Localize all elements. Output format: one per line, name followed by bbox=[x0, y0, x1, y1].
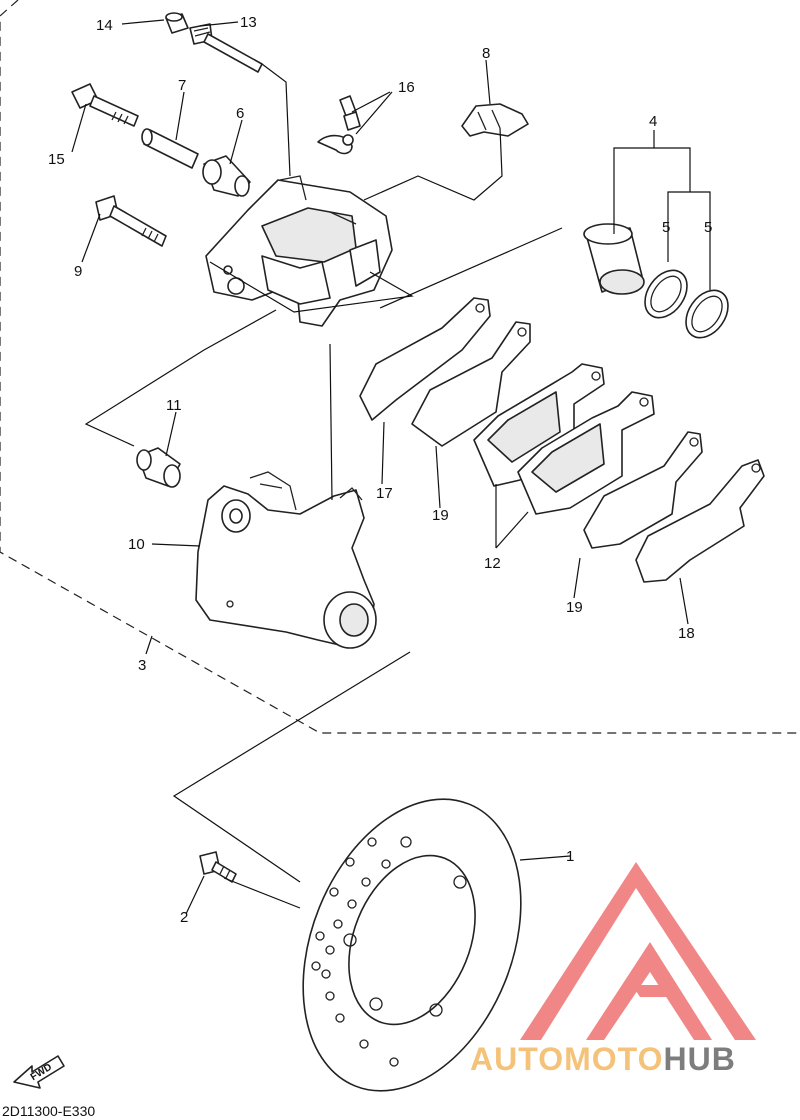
watermark-bar bbox=[632, 985, 678, 997]
part-19-pad-a bbox=[411, 321, 531, 447]
callout-1: 1 bbox=[566, 848, 574, 865]
watermark-prefix: AUTOMOTO bbox=[470, 1041, 663, 1077]
diagram-code: 2D11300-E330 bbox=[2, 1103, 95, 1119]
callout-9: 9 bbox=[74, 263, 82, 280]
callout-5b: 5 bbox=[704, 219, 712, 236]
callout-15: 15 bbox=[48, 151, 65, 168]
part-17-shim bbox=[359, 297, 491, 421]
watermark-triangle-inner bbox=[586, 942, 712, 1040]
callout-19b: 19 bbox=[566, 599, 583, 616]
callout-4: 4 bbox=[649, 113, 657, 130]
part-2-bolt bbox=[199, 851, 237, 883]
callout-2: 2 bbox=[180, 909, 188, 926]
watermark-triangle bbox=[520, 862, 756, 1040]
callout-3: 3 bbox=[138, 657, 146, 674]
part-1-disc bbox=[302, 798, 522, 1092]
fwd-arrow-icon: FWD bbox=[13, 1055, 65, 1089]
part-5-seal-a bbox=[644, 269, 688, 319]
part-13-pin bbox=[189, 23, 263, 73]
callout-leaders bbox=[71, 19, 711, 915]
callout-14: 14 bbox=[96, 17, 113, 34]
callout-6: 6 bbox=[236, 105, 244, 122]
part-5-seal-b bbox=[685, 289, 729, 339]
part-10-bracket bbox=[195, 471, 377, 649]
part-16-bleeder bbox=[317, 95, 361, 155]
callout-7: 7 bbox=[178, 77, 186, 94]
callout-19a: 19 bbox=[432, 507, 449, 524]
callout-5a: 5 bbox=[662, 219, 670, 236]
callout-13: 13 bbox=[240, 14, 257, 31]
callout-12: 12 bbox=[484, 555, 501, 572]
part-18-shim bbox=[635, 459, 765, 583]
part-6-boot bbox=[202, 155, 251, 197]
part-12-pad-a bbox=[473, 363, 605, 487]
callout-17: 17 bbox=[376, 485, 393, 502]
part-8-spring bbox=[461, 103, 529, 137]
part-4-piston bbox=[583, 223, 645, 295]
part-7-sleeve bbox=[141, 128, 199, 169]
part-12-pad-b bbox=[517, 391, 655, 515]
watermark-text: AUTOMOTOHUB bbox=[470, 1041, 736, 1077]
assembly-lines bbox=[84, 63, 563, 909]
watermark-logo bbox=[520, 862, 756, 1040]
callout-16: 16 bbox=[398, 79, 415, 96]
callout-18: 18 bbox=[678, 625, 695, 642]
part-14-cap bbox=[165, 12, 189, 34]
part-9-bolt bbox=[95, 195, 167, 247]
part-11-bushing bbox=[136, 447, 181, 488]
watermark-suffix: HUB bbox=[663, 1041, 735, 1077]
caliper-body bbox=[205, 175, 393, 327]
part-19-pad-b bbox=[583, 431, 703, 549]
part-15-bolt bbox=[71, 83, 139, 127]
callout-8: 8 bbox=[482, 45, 490, 62]
assembly-boundary-dashed-line bbox=[0, 0, 800, 734]
callout-11: 11 bbox=[166, 397, 182, 414]
callout-10: 10 bbox=[128, 536, 145, 553]
